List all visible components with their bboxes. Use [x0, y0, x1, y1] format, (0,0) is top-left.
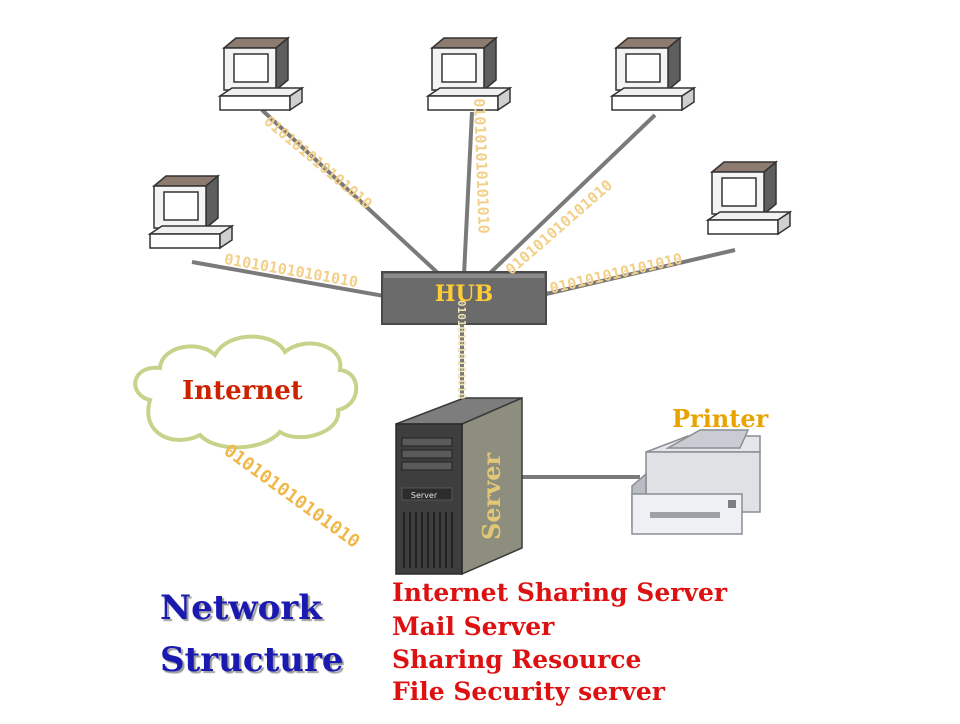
computer-icons: [147, 36, 793, 250]
hub-label: HUB: [434, 281, 494, 307]
printer-label: Printer: [672, 404, 769, 433]
computer-icon: [147, 174, 235, 250]
computer-icon: [609, 36, 697, 112]
cable-computer-3: [486, 113, 657, 277]
service-item: Mail Server: [392, 612, 555, 641]
service-item: File Security server: [392, 677, 665, 706]
internet-label: Internet: [182, 376, 303, 406]
internet-cloud: [133, 334, 359, 450]
service-item: Sharing Resource: [392, 645, 642, 674]
cable-computer-4: [191, 260, 385, 298]
computer-icon: [705, 160, 793, 236]
computer-icon: [217, 36, 305, 112]
title-line-2: Structure: [160, 640, 344, 680]
server-side-label: Server: [477, 453, 506, 540]
computer-icon: [425, 36, 513, 112]
hub: [381, 271, 547, 325]
title-line-1: Network: [160, 588, 322, 628]
cable-computer-1: [260, 108, 442, 277]
printer-icon: [631, 429, 761, 535]
server-tower: [395, 396, 523, 576]
cables: [191, 108, 736, 479]
server-badge: Server: [411, 491, 438, 500]
cable-computer-2: [462, 111, 474, 276]
cable-computer-5: [545, 248, 736, 296]
binary-stream-6: 010101010101010: [455, 300, 468, 400]
service-item: Internet Sharing Server: [392, 578, 728, 607]
